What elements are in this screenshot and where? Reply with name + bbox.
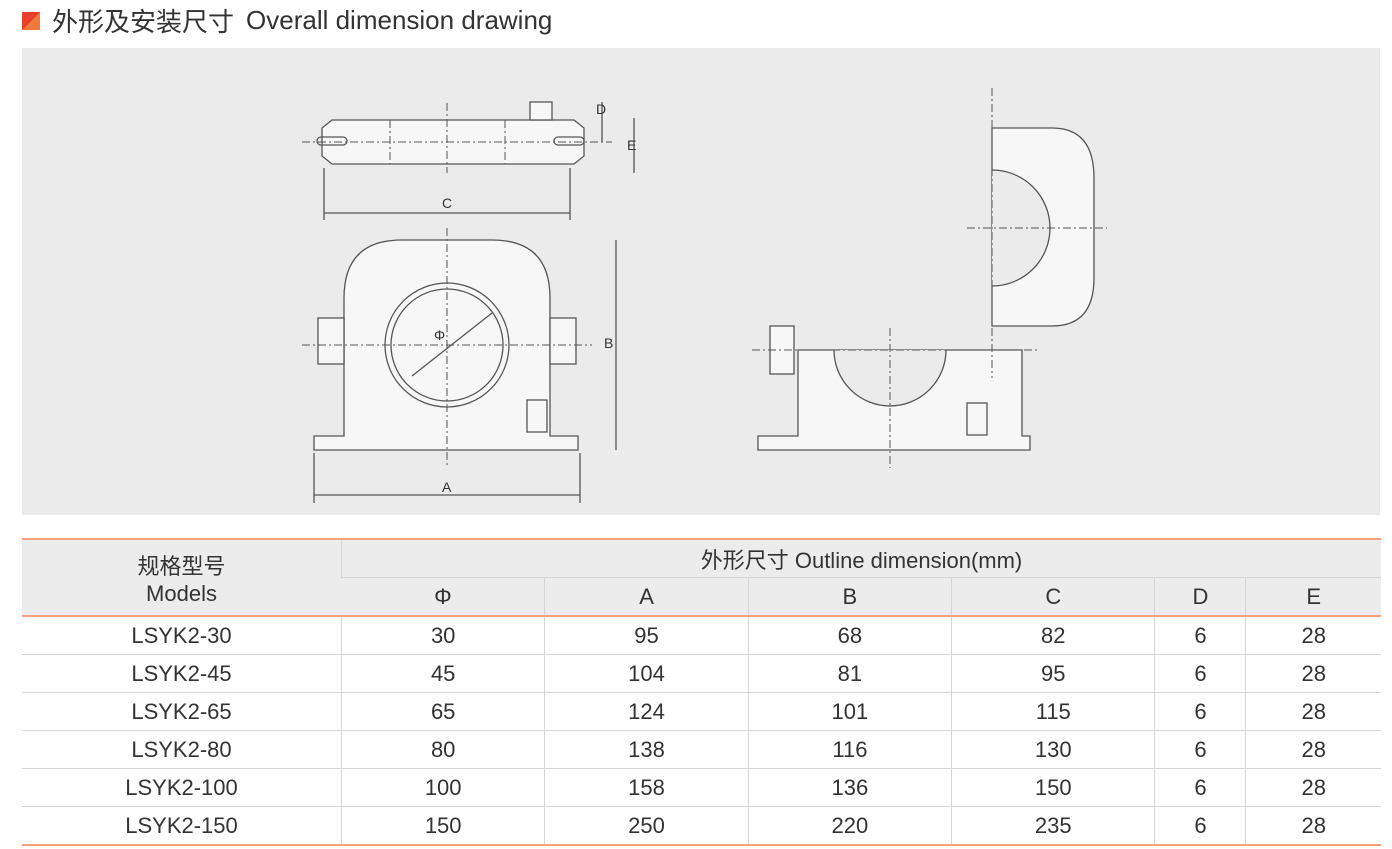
dimension-cell: 6: [1154, 692, 1246, 731]
title-zh: 外形及安装尺寸: [52, 7, 235, 37]
model-cell: LSYK2-30: [131, 622, 232, 648]
dimension-cell: 80: [340, 730, 545, 769]
dimension-cell: 28: [1245, 616, 1381, 655]
section-marker-icon: [22, 11, 40, 30]
dimension-cell: 82: [951, 616, 1155, 655]
label-phi: Φ: [434, 327, 445, 343]
dimension-cell: 30: [340, 616, 545, 655]
dimension-cell: 6: [1154, 654, 1246, 693]
col-phi: Φ: [341, 577, 545, 616]
label-e: E: [627, 137, 636, 153]
dimension-cell: 150: [340, 806, 545, 845]
model-cell: LSYK2-100: [22, 768, 342, 807]
dimension-cell: 6: [1154, 730, 1246, 769]
col-d: D: [1154, 577, 1246, 616]
dimension-cell: 130: [951, 730, 1155, 769]
col-b: B: [747, 577, 952, 616]
dimension-cell: 116: [747, 730, 952, 769]
dimension-cell: 158: [544, 768, 749, 807]
dimension-cell: 100: [340, 768, 545, 807]
dimension-cell: 235: [951, 806, 1155, 845]
dimension-cell: 250: [544, 806, 749, 845]
dimension-cell: 28: [1245, 692, 1381, 731]
dimension-cell: 115: [951, 692, 1155, 731]
title-en: Overall dimension drawing: [246, 5, 553, 35]
dimension-cell: 138: [544, 730, 749, 769]
dimension-cell: 28: [1245, 806, 1381, 845]
dimension-cell: 95: [544, 616, 749, 655]
model-cell: LSYK2-65: [22, 692, 342, 731]
dimension-cell: 6: [1154, 616, 1246, 655]
dimension-cell: 150: [951, 768, 1155, 807]
dimension-cell: 28: [1245, 768, 1381, 807]
model-cell: LSYK2-80: [22, 730, 342, 769]
label-d: D: [596, 101, 606, 117]
dimension-cell: 136: [747, 768, 952, 807]
dimension-cell: 95: [951, 654, 1155, 693]
col-e: E: [1245, 577, 1381, 616]
dimension-drawing: C D E A B Φ: [22, 48, 1380, 515]
section-title: 外形及安装尺寸 Overall dimension drawing: [22, 2, 552, 39]
dimension-cell: 81: [747, 654, 952, 693]
dimension-cell: 28: [1245, 730, 1381, 769]
label-b: B: [604, 335, 613, 351]
dimension-cell: 124: [544, 692, 749, 731]
dimension-cell: 65: [340, 692, 545, 731]
dimension-cell: 28: [1245, 654, 1381, 693]
col-a: A: [544, 577, 749, 616]
label-a: A: [442, 479, 452, 495]
dimension-cell: 6: [1154, 768, 1246, 807]
dimension-cell: 104: [544, 654, 749, 693]
dimension-cell: 101: [747, 692, 952, 731]
dimension-cell: 220: [747, 806, 952, 845]
label-c: C: [442, 195, 452, 211]
col-c: C: [951, 577, 1155, 616]
dimension-cell: 68: [747, 616, 952, 655]
outline-dimension-header: 外形尺寸 Outline dimension(mm): [341, 539, 1381, 578]
model-cell: LSYK2-45: [22, 654, 342, 693]
model-cell: LSYK2-150: [22, 806, 342, 845]
dimension-cell: 45: [340, 654, 545, 693]
dimension-cell: 6: [1154, 806, 1246, 845]
